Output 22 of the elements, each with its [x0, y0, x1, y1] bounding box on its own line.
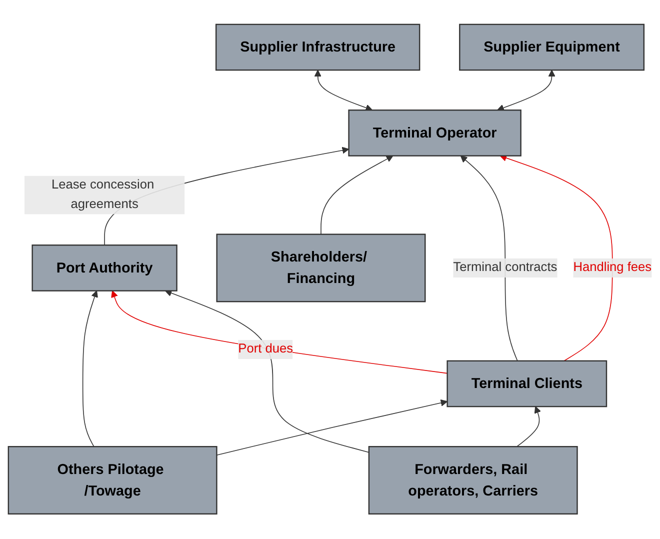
- arrow: [216, 400, 448, 456]
- arrow: [460, 156, 518, 362]
- node-box: Others Pilotage /Towage: [8, 446, 218, 515]
- arrow: [516, 406, 541, 448]
- arrow: [500, 154, 613, 362]
- arrow: [497, 70, 556, 112]
- node-box: Terminal Operator: [348, 110, 522, 157]
- edge-label: Handling fees: [573, 261, 652, 275]
- arrow: [111, 290, 448, 374]
- arrow: [164, 290, 370, 454]
- node-box: Forwarders, Rail operators, Carriers: [368, 446, 578, 515]
- edge-label: Terminal contracts: [453, 261, 558, 275]
- arrow: [320, 156, 394, 236]
- edge-label: Port dues: [238, 342, 294, 356]
- node-box: Shareholders/ Financing: [216, 234, 426, 303]
- arrow: [314, 70, 372, 112]
- node-box: Terminal Clients: [446, 360, 608, 408]
- edge-label: Lease concession agreements: [51, 178, 154, 212]
- node-box: Port Authority: [32, 244, 178, 292]
- arrow: [82, 290, 98, 448]
- node-box: Supplier Equipment: [459, 24, 645, 72]
- node-box: Supplier Infrastructure: [215, 24, 420, 72]
